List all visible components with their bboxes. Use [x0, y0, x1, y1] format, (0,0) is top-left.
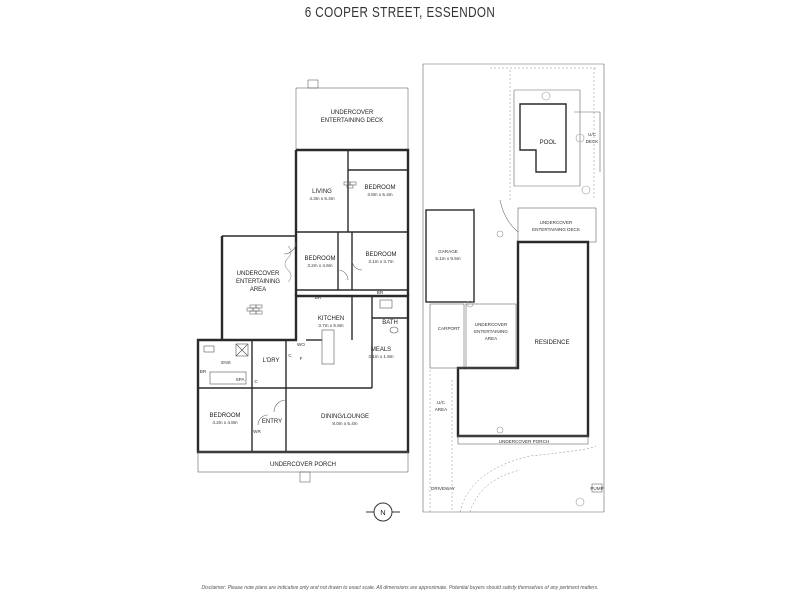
uc-deck-label-2: DECK [586, 139, 600, 144]
driveway-label: DRIVEWAY [431, 486, 455, 491]
kitchen-label: KITCHEN [318, 316, 344, 322]
bedroom3-label: BEDROOM [365, 252, 396, 258]
pump-label: PUMP [590, 486, 603, 491]
residence-outline [456, 240, 590, 438]
garage-label: GARAGE [438, 249, 458, 254]
site-boundary [422, 63, 605, 513]
site-plan: POOL U/C DECK UNDERCOVER ENTERTAINING DE… [422, 63, 605, 513]
ent-area-label-2: ENTERTAINING [236, 279, 280, 285]
compass-letter: N [380, 508, 385, 517]
spa-label: SPA [236, 377, 246, 382]
uc-area-label-2: AREA [435, 407, 448, 412]
bedroom1-dim: 3.8m x 5.4m [367, 192, 392, 197]
bedroom4-label: BEDROOM [209, 413, 240, 419]
site-ent-area-label-3: AREA [485, 336, 498, 341]
meals-dim: 3.1m x 1.8m [368, 354, 393, 359]
ent-area-label-1: UNDERCOVER [237, 271, 280, 277]
garage-dim: 5.1m x 9.5m [435, 256, 460, 261]
wo-label: WO [297, 342, 305, 347]
residence-label: RESIDENCE [534, 340, 569, 346]
deck-label-2: ENTERTAINING DECK [321, 118, 383, 124]
uc-area-label-1: U/C [437, 400, 446, 405]
dining-label: DINING/LOUNGE [321, 414, 369, 420]
c-label-1: C [288, 353, 292, 358]
site-porch-label: UNDERCOVER PORCH [499, 439, 550, 444]
carport-label: CARPORT [438, 326, 461, 331]
kitchen-dim: 3.7m x 5.8m [318, 323, 343, 328]
f-label: F [300, 356, 303, 361]
uc-deck-label-1: U/C [588, 132, 597, 137]
site-ent-area-label-1: UNDERCOVER [475, 322, 508, 327]
living-label: LIVING [312, 189, 332, 195]
bedroom3-dim: 3.1m x 3.7m [368, 259, 393, 264]
br-label-1: BR [315, 295, 322, 300]
north-compass: N [366, 502, 400, 522]
pool-outline [519, 103, 567, 173]
site-ent-area-label-2: ENTERTAINING [474, 329, 508, 334]
floor-plan: UNDERCOVER ENTERTAINING DECK LIVING 4.3m… [196, 79, 410, 483]
bedroom2-dim: 3.2m x 4.6m [307, 263, 332, 268]
ens-label: ENS [221, 360, 230, 365]
dining-dim: 8.0m x 5.4m [332, 421, 357, 426]
living-dim: 4.3m x 5.4m [309, 196, 334, 201]
laundry-label: L'DRY [262, 358, 279, 364]
c-label-2: C [254, 379, 258, 384]
br-label-2: BR [377, 290, 384, 295]
meals-label: MEALS [371, 347, 391, 353]
bath-label: BATH [382, 320, 398, 326]
bedroom2-label: BEDROOM [304, 256, 335, 262]
ent-deck-label-1: UNDERCOVER [540, 220, 573, 225]
entry-label: ENTRY [262, 419, 282, 425]
wir-label: WR [253, 429, 261, 434]
br-label-3: BR [200, 369, 207, 374]
bedroom1-label: BEDROOM [364, 185, 395, 191]
disclaimer: Disclaimer: Please note plans are indica… [201, 585, 599, 591]
bedroom4-dim: 4.2m x 4.8m [212, 420, 237, 425]
porch-label: UNDERCOVER PORCH [270, 462, 336, 468]
deck-label: UNDERCOVER [331, 110, 374, 116]
garage-outline [425, 209, 475, 303]
ent-area-label-3: AREA [250, 287, 266, 293]
ent-deck-label-2: ENTERTAINING DECK [532, 227, 581, 232]
pool-label: POOL [540, 140, 557, 146]
page-title: 6 COOPER STREET, ESSENDON [304, 4, 496, 21]
